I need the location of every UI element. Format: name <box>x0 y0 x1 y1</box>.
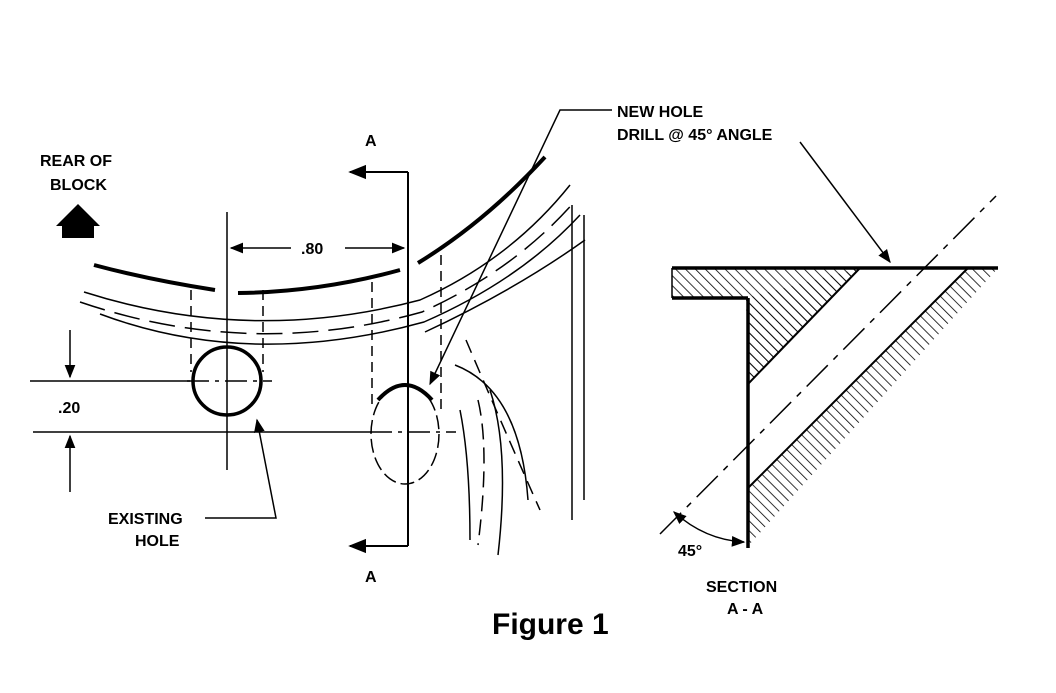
existing-hole <box>187 212 272 470</box>
existing-hole-label-1: EXISTING <box>108 511 183 528</box>
new-hole <box>370 255 456 485</box>
dimension-20 <box>30 330 372 492</box>
section-label-2: A - A <box>727 601 764 618</box>
block-bore-arcs <box>79 155 586 556</box>
dim-vertical-label: .20 <box>58 400 80 417</box>
drill-angle-leader <box>799 141 891 264</box>
rear-of-block-label-2: BLOCK <box>50 177 107 194</box>
section-label-1: SECTION <box>706 579 777 596</box>
angle-label: 45° <box>678 543 702 560</box>
existing-hole-label-2: HOLE <box>135 533 180 550</box>
new-hole-label-1: NEW HOLE <box>617 104 704 121</box>
rear-of-block-label-1: REAR OF <box>40 153 112 170</box>
figure-caption: Figure 1 <box>492 608 609 641</box>
section-view <box>659 195 998 548</box>
new-hole-leader <box>429 109 612 386</box>
dim-horizontal-label: .80 <box>301 241 323 258</box>
section-mark-top: A <box>365 133 377 150</box>
section-mark-bottom: A <box>365 569 377 586</box>
section-cut-line <box>348 164 409 554</box>
rear-direction-arrow-icon <box>56 204 100 238</box>
new-hole-label-2: DRILL @ 45° ANGLE <box>617 127 773 144</box>
existing-hole-leader <box>205 418 277 519</box>
